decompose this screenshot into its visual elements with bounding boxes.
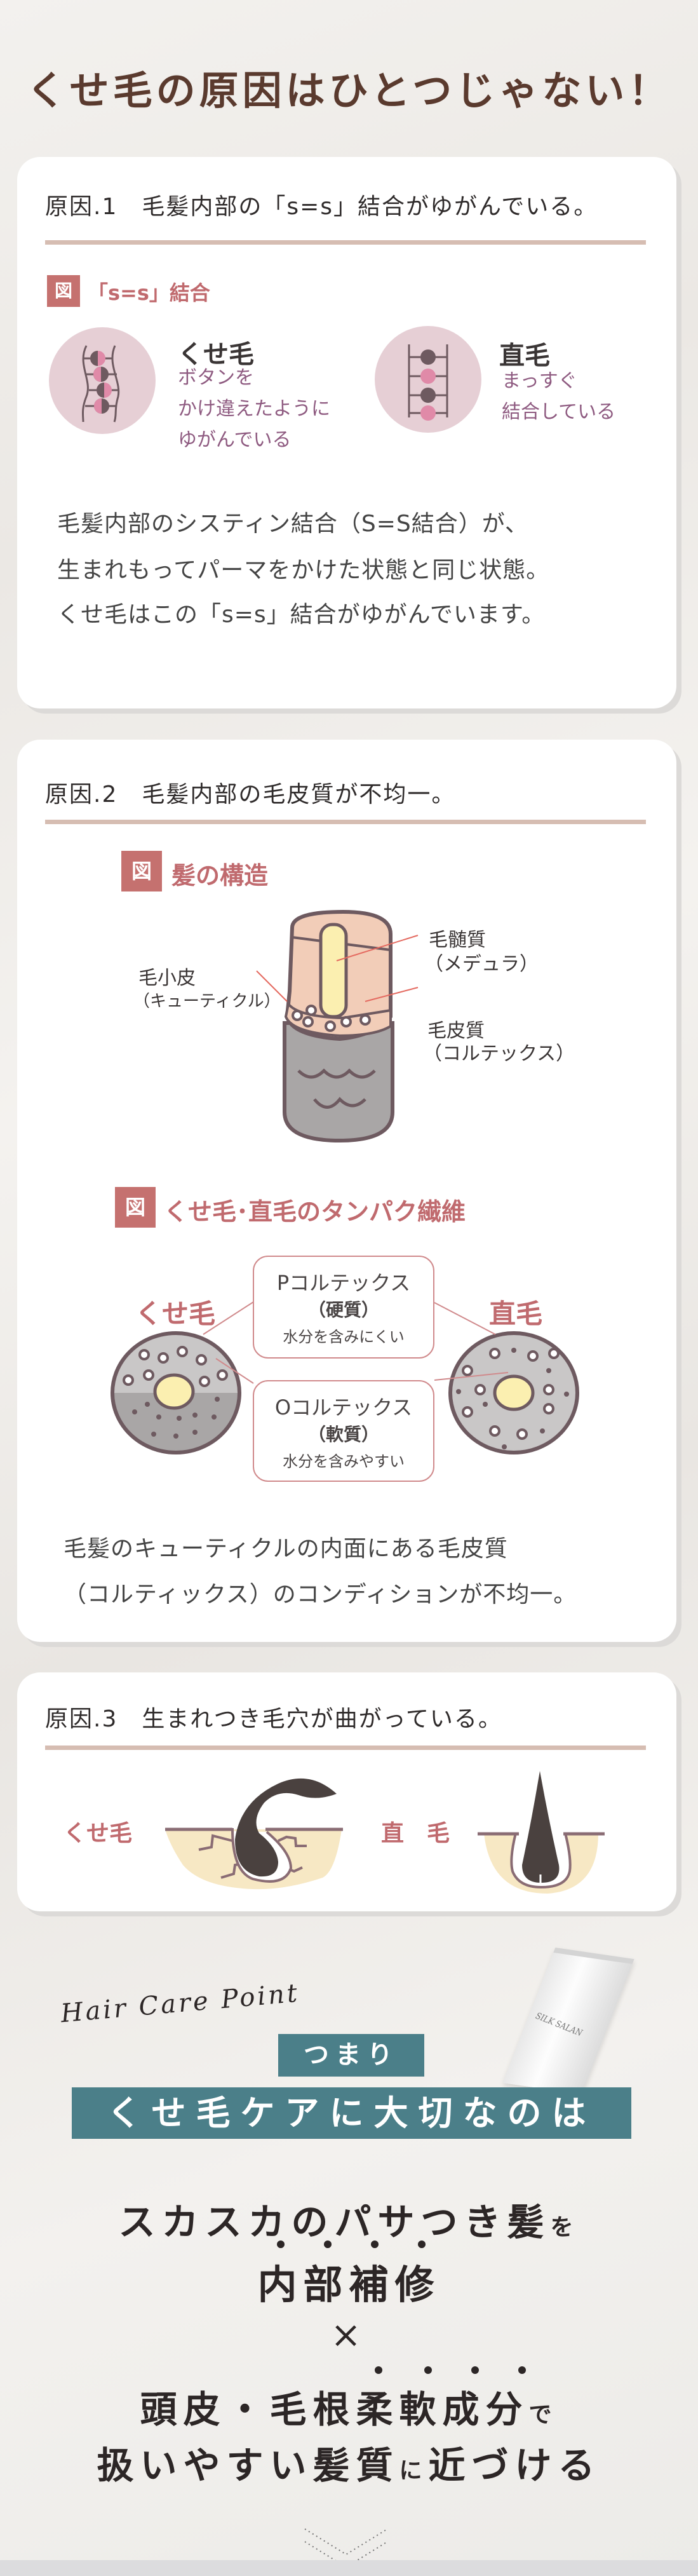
line-1-main: スカスカのパサつき髪	[118, 2200, 551, 2244]
line-4-b: 近づける	[428, 2444, 601, 2487]
kuse-desc-3: ゆがんでいる	[178, 429, 292, 451]
line-4-a: 扱いやすい髪質	[97, 2444, 399, 2487]
emphasis-dot	[418, 2240, 426, 2248]
straight-label: 直 毛	[381, 1820, 450, 1847]
kuse-cross-section	[111, 1331, 241, 1454]
message-line-2: 内部補修	[257, 2261, 441, 2308]
emphasis-dot	[518, 2366, 526, 2374]
banner-heading: くせ毛ケアに大切なのは	[72, 2087, 631, 2139]
connector-lines	[203, 1301, 509, 1384]
cortex-sub-label: （コルテックス）	[423, 1043, 575, 1065]
cause-2-header: 原因.2 毛髪内部の毛皮質が不均一。	[45, 782, 456, 808]
emphasis-dot	[424, 2366, 432, 2374]
page-title: くせ毛の原因はひとつじゃない！	[26, 67, 672, 114]
o-cortex-box: Oコルテックス （軟質） 水分を含みやすい	[253, 1380, 434, 1482]
product-tube-image: SILK SALAN	[502, 1948, 634, 2094]
hair-care-point-script: Hair Care Point	[59, 1978, 301, 2029]
kuse-label: くせ毛	[135, 1298, 216, 1329]
cause-3-header: 原因.3 生まれつき毛穴が曲がっている。	[45, 1706, 502, 1732]
bottom-band	[0, 2560, 698, 2576]
divider	[45, 820, 646, 824]
cause-1-body-1: 毛髪内部のシスティン結合（S=S結合）が、	[57, 511, 528, 537]
line-4-particle: に	[399, 2457, 429, 2484]
message-line-1: スカスカのパサつき髪を	[0, 2192, 698, 2246]
label-lines	[256, 935, 419, 1002]
cuticle-label: 毛小皮	[138, 967, 196, 989]
divider	[45, 1746, 646, 1750]
medulla-label: 毛髄質	[429, 929, 486, 951]
cause-1-card	[17, 157, 676, 708]
hair-structure-title: 髪の構造	[171, 862, 269, 890]
o-cortex-sub: （軟質）	[307, 1424, 379, 1445]
figure-badge: 図	[121, 851, 162, 891]
product-brand: SILK SALAN	[533, 2011, 584, 2039]
curly-follicle-icon	[165, 1778, 343, 1890]
divider	[45, 240, 646, 245]
figure-badge: 図	[47, 275, 80, 307]
cuticle-sub-label: （キューティクル）	[133, 992, 281, 1011]
emphasis-dot	[277, 2240, 285, 2248]
cause-2-body-1: 毛髪のキューティクルの内面にある毛皮質	[64, 1536, 508, 1562]
times-symbol: ×	[330, 2313, 368, 2356]
twisted-bond-icon	[49, 327, 156, 434]
straight-label: 直毛	[489, 1298, 543, 1329]
straight-cross-section	[448, 1331, 579, 1454]
kuse-desc-2: かけ違えたように	[178, 398, 330, 420]
p-cortex-title: Pコルテックス	[276, 1271, 411, 1295]
p-cortex-box: Pコルテックス （硬質） 水分を含みにくい	[253, 1256, 434, 1359]
p-cortex-desc: 水分を含みにくい	[283, 1328, 405, 1346]
straight-desc-1: まっすぐ	[502, 370, 577, 392]
emphasis-dot	[375, 2366, 382, 2374]
straight-follicle-icon	[478, 1771, 605, 1894]
cause-1-body-3: くせ毛はこの「s=s」結合がゆがんでいます。	[57, 602, 546, 628]
chevron-down-icon	[304, 2528, 388, 2568]
cause-1-header: 原因.1 毛髪内部の「s=s」結合がゆがんでいる。	[45, 194, 598, 220]
figure-title: 「s=s」結合	[88, 281, 210, 305]
p-cortex-sub: （硬質）	[307, 1299, 379, 1320]
straight-desc-2: 結合している	[502, 401, 616, 423]
kuse-desc-1: ボタンを	[178, 367, 254, 389]
emphasis-dot	[324, 2240, 332, 2248]
cortex-label: 毛皮質	[427, 1020, 485, 1042]
kuse-title: くせ毛	[178, 340, 254, 369]
tsumari-label: つまり	[278, 2034, 424, 2077]
cause-1-body-2: 生まれもってパーマをかけた状態と同じ状態。	[57, 557, 550, 583]
protein-fiber-title: くせ毛･直毛のタンパク繊維	[164, 1198, 466, 1226]
line-1-particle: を	[550, 2214, 580, 2240]
straight-bond-icon	[375, 326, 481, 433]
medulla-sub-label: （メデュラ）	[424, 953, 539, 975]
kuse-label: くせ毛	[64, 1820, 133, 1847]
o-cortex-desc: 水分を含みやすい	[283, 1453, 405, 1470]
emphasis-dot	[471, 2366, 479, 2374]
o-cortex-title: Oコルテックス	[274, 1395, 413, 1420]
figure-badge: 図	[115, 1187, 156, 1228]
line-3-main: 頭皮・毛根柔軟成分	[140, 2388, 529, 2431]
cause-2-body-2: （コルティックス）のコンディションが不均一。	[64, 1582, 577, 1608]
message-line-3: 頭皮・毛根柔軟成分で	[0, 2380, 698, 2433]
emphasis-dot	[371, 2240, 379, 2248]
hair-structure-diagram	[283, 909, 394, 1143]
line-3-particle: で	[528, 2401, 558, 2428]
straight-title: 直毛	[499, 341, 550, 370]
message-line-4: 扱いやすい髪質に近づける	[0, 2436, 698, 2489]
